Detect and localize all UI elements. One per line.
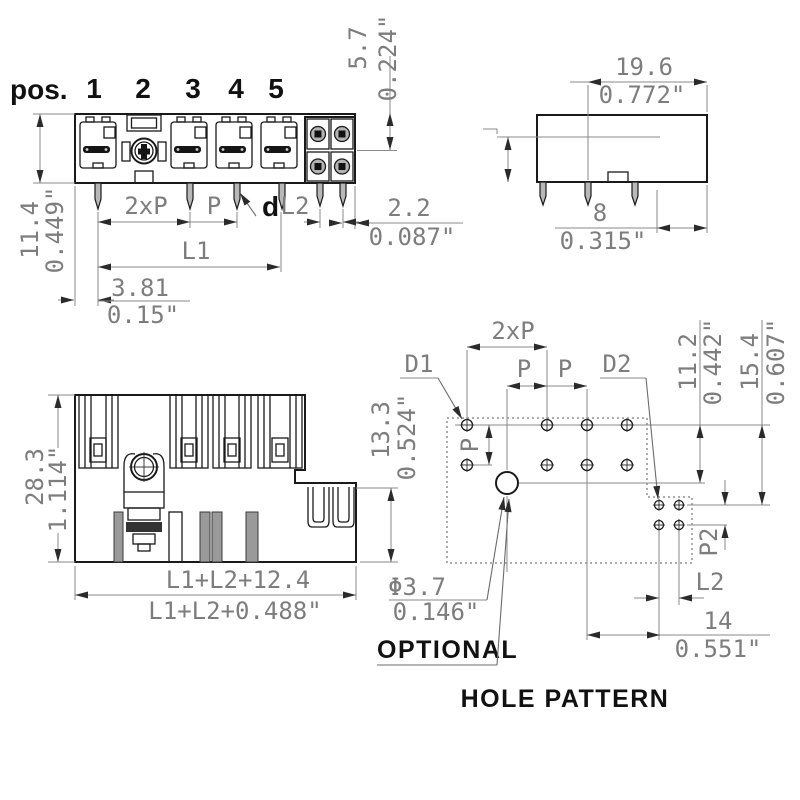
pos-label: pos.	[10, 74, 68, 105]
side-view-body	[536, 114, 708, 207]
dim-3-81-mm: 3.81	[111, 274, 169, 302]
plug-cell-5	[260, 116, 298, 169]
plug-cell-1	[79, 116, 117, 169]
hole-pattern-dimensions: 2xP P P P D1 D2 11.2 0.442" 15.4 0.607" …	[356, 317, 790, 666]
seating-plane-mark	[483, 128, 498, 134]
solder-pins	[94, 182, 347, 212]
front-view: pos. 1 2 3 4 5	[10, 15, 463, 329]
dim-2-2-inch: 0.087"	[369, 223, 456, 251]
comb-pos4	[212, 394, 252, 469]
dim-5-7-inch: 0.224"	[374, 15, 402, 102]
hole-small	[653, 499, 665, 511]
screw-flange-pos2	[121, 114, 167, 184]
hole	[580, 418, 594, 432]
plug-cell-3	[170, 116, 208, 169]
l2-sockets	[307, 487, 355, 528]
dim-8-mm: 8	[593, 199, 607, 227]
pin-bars	[113, 511, 259, 563]
hp-dim-13-3-mm: 13.3	[367, 401, 395, 459]
dim-19-6-mm: 19.6	[615, 53, 673, 81]
optional-hole	[495, 471, 519, 495]
bottom-view-dimensions: 28.3 1.114" L1+L2+12.4 L1+L2+0.488"	[21, 394, 357, 625]
hole	[540, 418, 554, 432]
dim-total-mm: L1+L2+12.4	[166, 566, 311, 594]
screw-head	[130, 137, 158, 165]
hp-d1-label: D1	[405, 350, 434, 378]
hp-dim-15-4-inch: 0.607"	[762, 319, 790, 406]
dim-l2-label: L2	[281, 192, 310, 220]
hp-dim-2xp: 2xP	[491, 317, 534, 345]
pos-number-3: 3	[185, 73, 201, 104]
dim-3-81-inch: 0.15"	[107, 301, 179, 329]
side-view: 19.6 0.772" 8 0.315"	[483, 53, 708, 255]
torx-screw-block	[304, 116, 356, 184]
side-view-dimensions: 19.6 0.772" 8 0.315"	[483, 53, 708, 255]
hole	[460, 458, 474, 472]
board-outline-dashed	[446, 417, 693, 564]
hole-small	[673, 499, 685, 511]
bottom-view: 28.3 1.114" L1+L2+12.4 L1+L2+0.488"	[21, 394, 357, 625]
hp-dim-p-vertical: P	[456, 438, 484, 452]
comb-pos3	[169, 394, 209, 469]
optional-label: OPTIONAL	[377, 636, 518, 664]
hp-dim-p2: P2	[695, 528, 723, 557]
hole	[620, 458, 634, 472]
hp-dim-p-right: P	[558, 355, 572, 383]
pos-number-1: 1	[86, 73, 102, 104]
side-notch	[607, 171, 629, 183]
hole-pattern-view: 2xP P P P D1 D2 11.2 0.442" 15.4 0.607" …	[356, 317, 790, 713]
dim-11-4-inch: 0.449"	[41, 187, 69, 274]
hole	[580, 458, 594, 472]
hole	[540, 458, 554, 472]
hole-small	[673, 519, 685, 531]
hp-dim-dia-inch: 0.146"	[393, 598, 480, 626]
hp-dim-11-2-mm: 11.2	[674, 333, 702, 391]
hp-dim-14-mm: 14	[704, 607, 733, 635]
plug-cell-4	[215, 116, 253, 169]
hole-small	[653, 519, 665, 531]
hole-pattern-title: HOLE PATTERN	[461, 685, 670, 713]
hp-d2-label: D2	[603, 350, 632, 378]
dim-19-6-inch: 0.772"	[599, 81, 686, 109]
hp-dim-l2: L2	[696, 568, 725, 596]
hp-dim-11-2-inch: 0.442"	[699, 319, 727, 406]
dim-11-4-mm: 11.4	[16, 201, 44, 259]
comb-pos5	[257, 394, 303, 469]
hp-dim-p-left: P	[517, 355, 531, 383]
bottom-view-body	[74, 394, 357, 563]
dim-8-inch: 0.315"	[560, 227, 647, 255]
hole	[620, 418, 634, 432]
pos-number-2: 2	[135, 73, 151, 104]
pos-number-5: 5	[268, 73, 284, 104]
hp-dim-13-3-inch: 0.524"	[393, 394, 421, 481]
hp-dim-15-4-mm: 15.4	[736, 333, 764, 391]
front-view-body	[74, 113, 356, 212]
dim-total-inch: L1+L2+0.488"	[148, 597, 321, 625]
dim-2xp-label: 2xP	[124, 192, 167, 220]
screw-clamp	[123, 452, 165, 552]
dim-p-label: P	[207, 192, 221, 220]
front-view-dimensions: 5.7 0.224" 11.4 0.449" 2xP P d L2 2.2 0.…	[16, 15, 463, 329]
dim-5-7-mm: 5.7	[344, 26, 372, 69]
dim-28-3-mm: 28.3	[21, 448, 49, 506]
pos-number-4: 4	[228, 73, 244, 104]
dim-28-3-inch: 1.114"	[44, 446, 72, 533]
dim-l1-label: L1	[182, 237, 211, 265]
dim-2-2-mm: 2.2	[387, 194, 430, 222]
holes	[460, 418, 685, 531]
hp-dim-dia-mm: Φ3.7	[388, 573, 446, 601]
hp-dim-14-inch: 0.551"	[675, 635, 762, 663]
hole	[460, 418, 474, 432]
comb-pos1	[78, 394, 119, 469]
dim-d-label: d	[262, 191, 279, 222]
